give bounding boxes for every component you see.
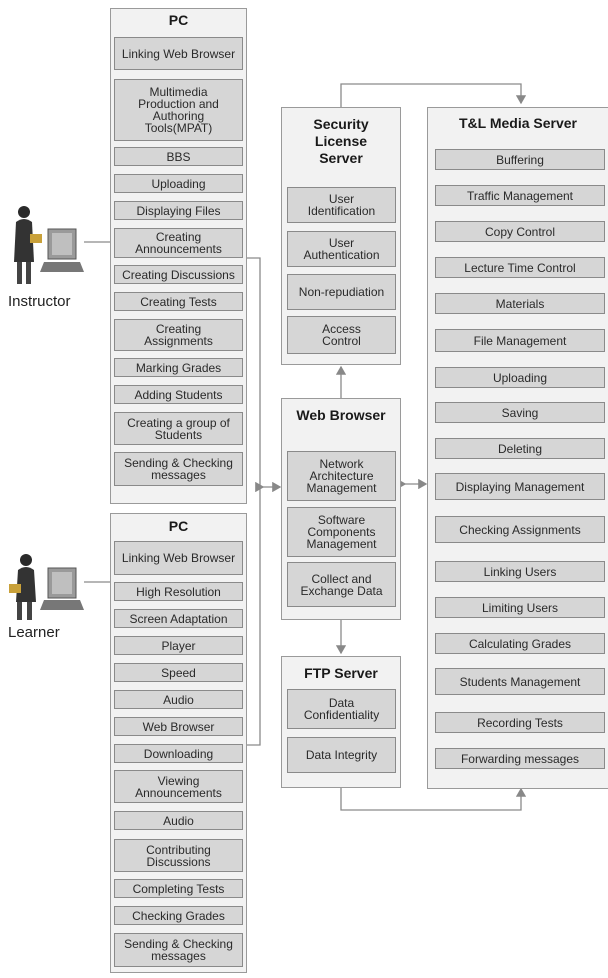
web-browser-title: Web Browser (296, 407, 386, 423)
security-to-media-line (340, 83, 527, 107)
pc-instructor-item: BBS (114, 147, 243, 166)
instructor-label: Instructor (8, 293, 71, 310)
media-item: Buffering (435, 149, 605, 170)
pc-learner-item: Web Browser (114, 717, 243, 736)
pc-instructor-item: Adding Students (114, 385, 243, 404)
pc-learner-panel: PC Linking Web Browser High Resolution S… (110, 513, 247, 973)
pc-learner-item: Contributing Discussions (114, 839, 243, 872)
learner-icon (9, 554, 84, 620)
ftp-server-title: FTP Server (304, 665, 378, 681)
pc-instructor-item: Marking Grades (114, 358, 243, 377)
pc-learner-item: Checking Grades (114, 906, 243, 925)
pc-instructor-title: PC (168, 12, 189, 28)
pc-instructor-item: Uploading (114, 174, 243, 193)
pc-learner-item: Screen Adaptation (114, 609, 243, 628)
pc-learner-title: PC (168, 518, 189, 534)
pc-learner-item: Viewing Announcements (114, 770, 243, 803)
media-server-panel: T&L Media Server Buffering Traffic Manag… (427, 107, 608, 789)
web-browser-item: Network Architecture Management (287, 451, 396, 501)
pc-instructor-panel: PC Linking Web Browser Multimedia Produc… (110, 8, 247, 504)
web-browser-item: Software Components Management (287, 507, 396, 557)
media-item: Copy Control (435, 221, 605, 242)
ftp-to-media-line (340, 787, 527, 811)
pc-learner-item: Speed (114, 663, 243, 682)
pc-instructor-item: Creating Announcements (114, 228, 243, 258)
instructor-icon (14, 206, 84, 284)
pc-learner-item: Downloading (114, 744, 243, 763)
media-item: Lecture Time Control (435, 257, 605, 278)
learner-label: Learner (8, 624, 60, 641)
pc-learner-item: Player (114, 636, 243, 655)
pc-learner-item: Audio (114, 690, 243, 709)
ftp-item: Data Integrity (287, 737, 396, 773)
pc-instructor-item: Creating Assignments (114, 319, 243, 351)
pc-instructor-item: Linking Web Browser (114, 37, 243, 70)
media-item: Traffic Management (435, 185, 605, 206)
media-item: Materials (435, 293, 605, 314)
pc-learner-item: Linking Web Browser (114, 541, 243, 575)
web-browser-panel: Web Browser Network Architecture Managem… (281, 398, 401, 620)
media-item: Students Management (435, 668, 605, 695)
media-item: Limiting Users (435, 597, 605, 618)
pc-learner-item: Completing Tests (114, 879, 243, 898)
web-browser-item: Collect and Exchange Data (287, 562, 396, 607)
security-license-server-title: Security License Server (313, 116, 369, 166)
security-item: Non-repudiation (287, 274, 396, 310)
pc-learner-item: Audio (114, 811, 243, 830)
pc-instructor-item: Creating a group of Students (114, 412, 243, 445)
pc-instructor-item: Creating Tests (114, 292, 243, 311)
ftp-server-panel: FTP Server Data Confidentiality Data Int… (281, 656, 401, 788)
ftp-item: Data Confidentiality (287, 689, 396, 729)
media-item: Displaying Management (435, 473, 605, 500)
media-item: Recording Tests (435, 712, 605, 733)
media-item: File Management (435, 329, 605, 352)
pc-instructor-item: Multimedia Production and Authoring Tool… (114, 79, 243, 141)
security-item: User Identification (287, 187, 396, 223)
media-item: Checking Assignments (435, 516, 605, 543)
media-item: Uploading (435, 367, 605, 388)
pc-learner-item: Sending & Checking messages (114, 933, 243, 967)
security-license-server-panel: Security License Server User Identificat… (281, 107, 401, 365)
media-item: Deleting (435, 438, 605, 459)
media-item: Calculating Grades (435, 633, 605, 654)
media-item: Saving (435, 402, 605, 423)
security-item: Access Control (287, 316, 396, 354)
pc-learner-item: High Resolution (114, 582, 243, 601)
media-item: Forwarding messages (435, 748, 605, 769)
pc-instructor-item: Creating Discussions (114, 265, 243, 284)
security-item: User Authentication (287, 231, 396, 267)
pc-instructor-item: Sending & Checking messages (114, 452, 243, 486)
media-item: Linking Users (435, 561, 605, 582)
pc-instructor-item: Displaying Files (114, 201, 243, 220)
media-server-title: T&L Media Server (458, 115, 577, 131)
pc-bracket-line (246, 257, 261, 746)
